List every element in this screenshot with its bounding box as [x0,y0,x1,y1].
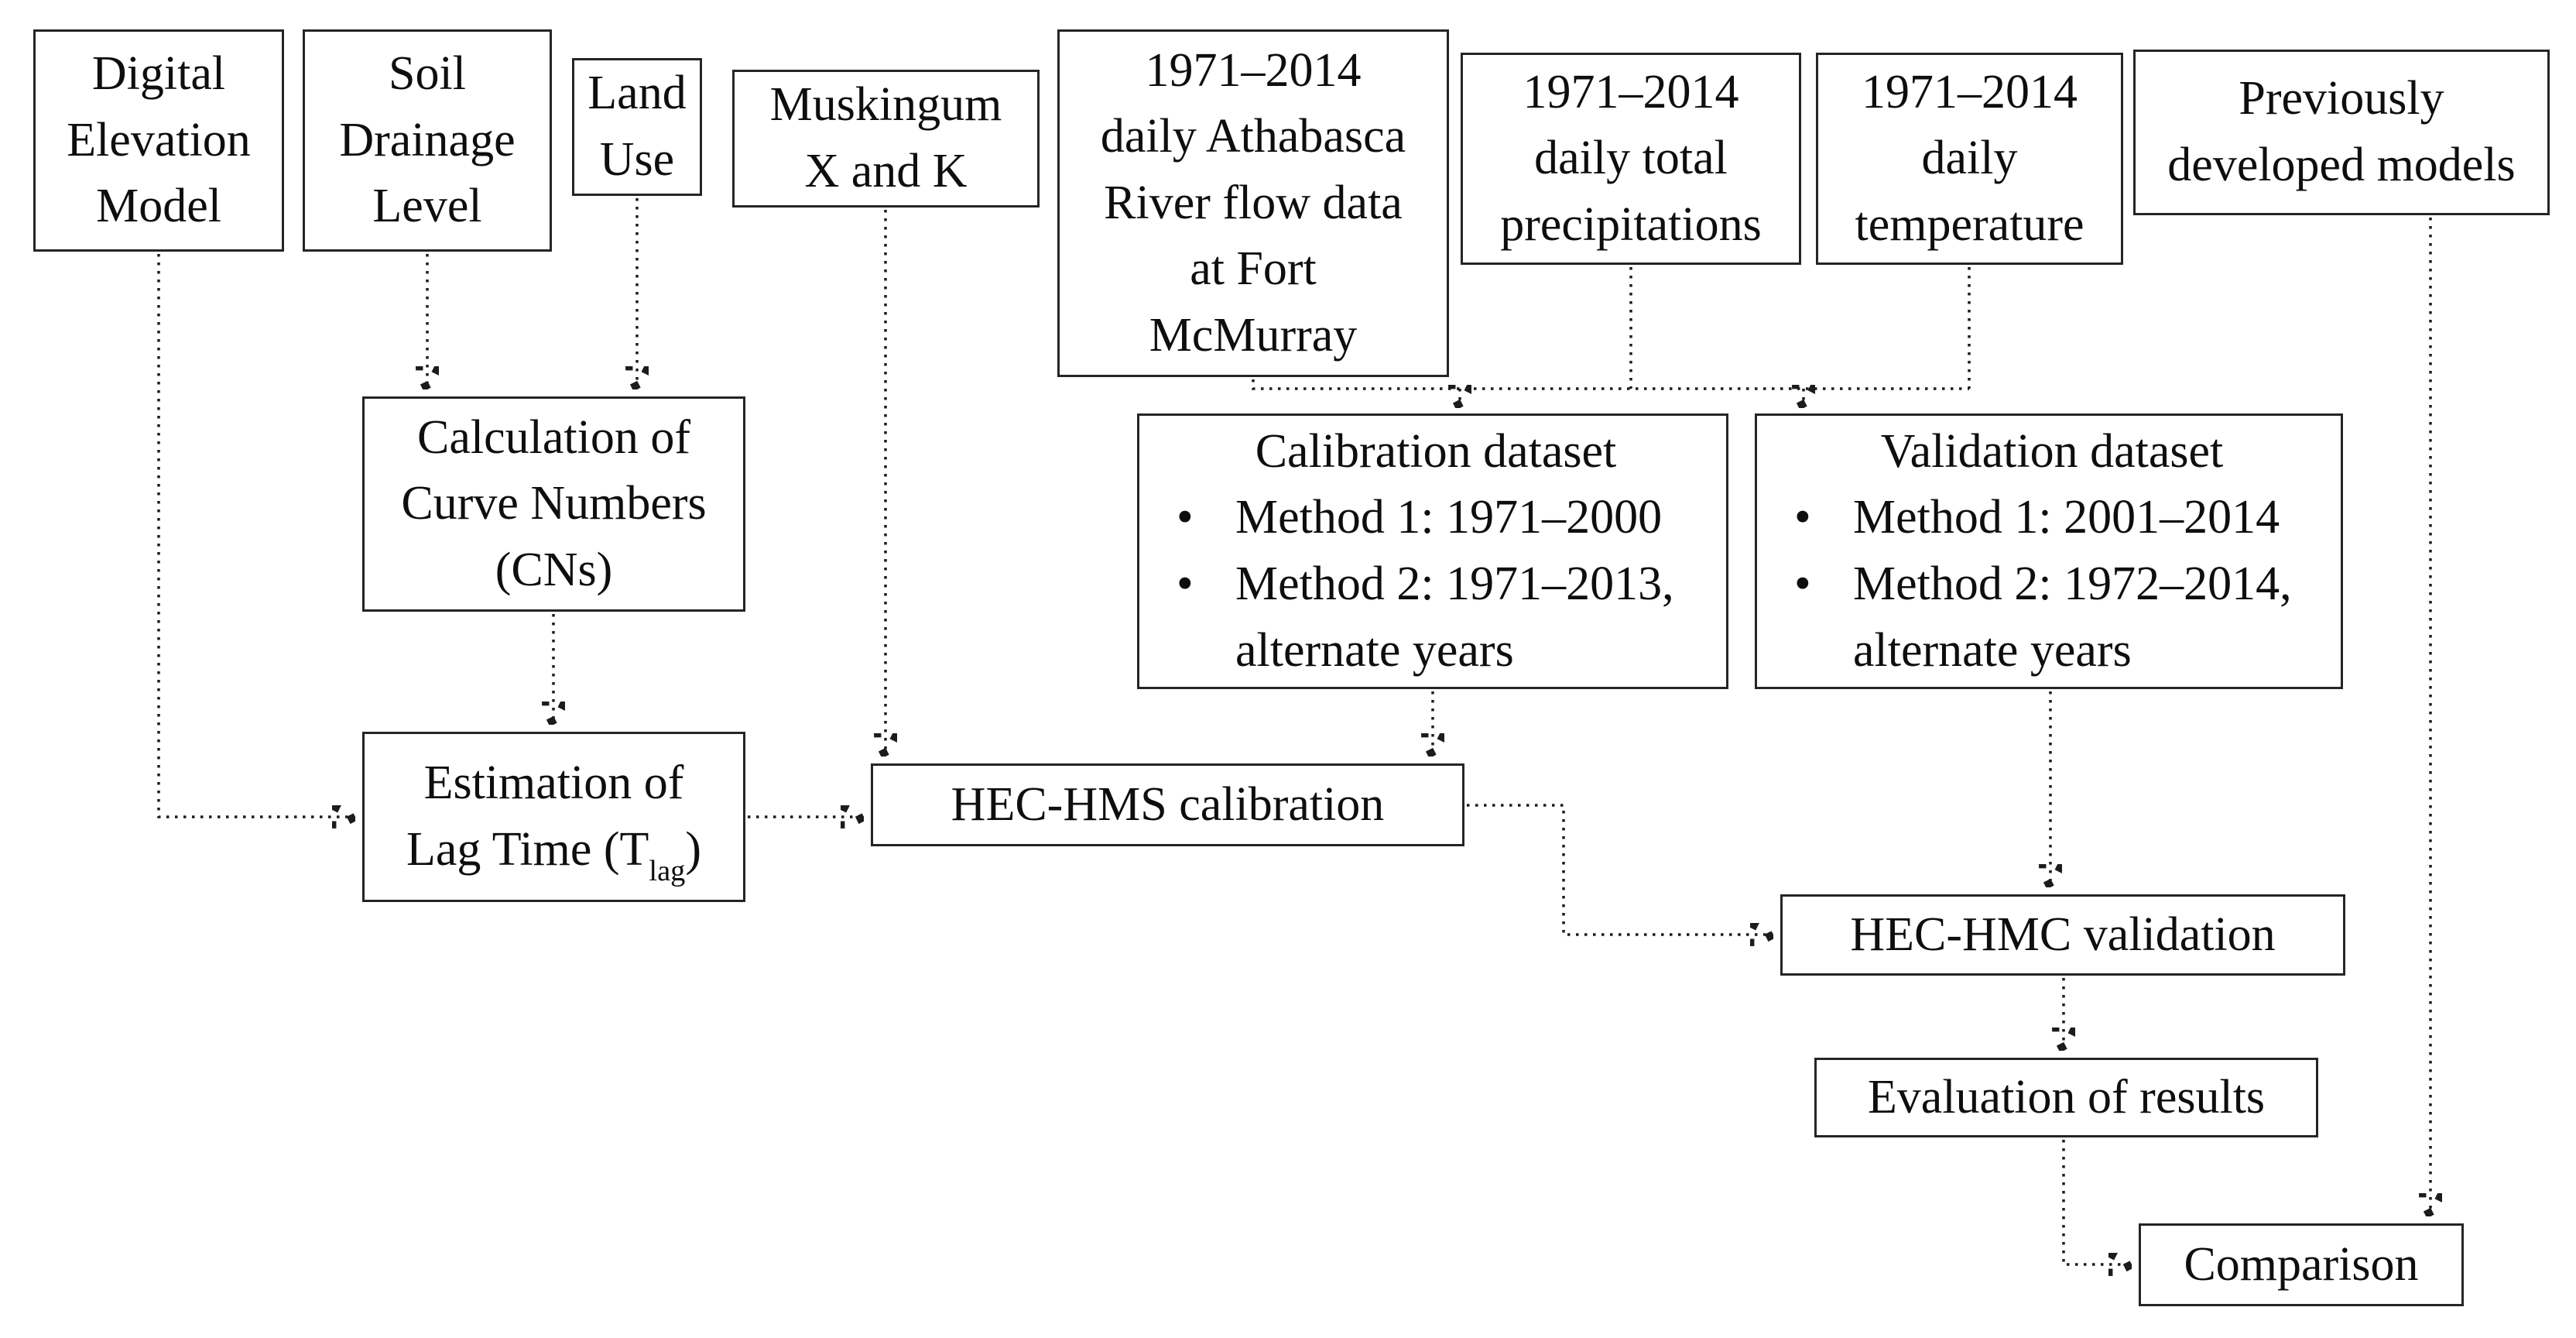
bullet-marker: • [1177,491,1194,544]
node-land-use: Land Use [572,58,702,196]
node-label: Soil Drainage Level [339,47,516,233]
node-label: Muskingum X and K [769,78,1002,197]
node-label: Calculation of Curve Numbers (CNs) [401,410,707,596]
node-hec-hmc-validation: HEC-HMC validation [1780,894,2345,976]
list-item-text: Method 1: 1971–2000 [1235,491,1663,544]
node-label: Evaluation of results [1867,1070,2266,1124]
bullet-marker: • [1794,491,1811,544]
node-river-flow-data: 1971–2014 daily Athabasca River flow dat… [1057,29,1449,377]
list-item: • Method 1: 2001–2014 [1777,485,2327,551]
node-label: Digital Elevation Model [67,47,251,233]
list-item-text: Method 2: 1972–2014, alternate years [1853,558,2292,677]
arrow-dem-to-lag-time [157,254,353,817]
arrow-hec-hms-to-hec-hmc [1467,804,1771,935]
node-label: 1971–2014 daily temperature [1855,65,2084,251]
bullet-marker: • [1794,558,1811,610]
node-validation-dataset: Validation dataset • Method 1: 2001–2014… [1755,413,2343,689]
node-label: Comparison [2184,1237,2419,1291]
node-label: Estimation of Lag Time (Tlag) [406,750,702,886]
list-item: • Method 2: 1972–2014, alternate years [1777,551,2327,684]
node-label: HEC-HMC validation [1850,907,2276,961]
node-label: Previously developed models [2167,72,2516,191]
node-digital-elevation-model: Digital Elevation Model [33,29,284,252]
lag-time-line2: Lag Time (T [406,823,649,876]
list-item-text: Method 1: 2001–2014 [1853,491,2280,544]
node-evaluation-of-results: Evaluation of results [1814,1058,2318,1137]
node-lag-time-estimation: Estimation of Lag Time (Tlag) [362,732,745,902]
node-daily-precipitations: 1971–2014 daily total precipitations [1461,53,1801,265]
dataset-list: • Method 1: 1971–2000 • Method 2: 1971–2… [1160,485,1712,684]
node-curve-numbers: Calculation of Curve Numbers (CNs) [362,396,745,612]
lag-subscript: lag [649,855,686,888]
list-item-text: Method 2: 1971–2013, alternate years [1235,558,1674,677]
node-label: 1971–2014 daily total precipitations [1500,65,1762,251]
lag-time-line1: Estimation of [423,756,684,810]
bullet-marker: • [1177,558,1194,610]
node-comparison: Comparison [2139,1223,2464,1306]
node-label: 1971–2014 daily Athabasca River flow dat… [1100,43,1406,362]
node-soil-drainage-level: Soil Drainage Level [303,29,552,252]
line-flowdata-junction [1252,379,1969,390]
node-daily-temperature: 1971–2014 daily temperature [1816,53,2123,265]
list-item: • Method 1: 1971–2000 [1160,485,1712,551]
lag-time-line2-close: ) [685,823,702,876]
dataset-title: Validation dataset [1880,424,2224,478]
dataset-list: • Method 1: 2001–2014 • Method 2: 1972–2… [1777,485,2327,684]
node-muskingum-x-k: Muskingum X and K [732,70,1040,208]
node-previously-developed-models: Previously developed models [2133,50,2550,215]
list-item: • Method 2: 1971–2013, alternate years [1160,551,1712,684]
dataset-title: Calibration dataset [1255,424,1617,478]
arrow-evaluation-to-comparison [2062,1140,2129,1264]
node-hec-hms-calibration: HEC-HMS calibration [871,763,1464,846]
node-calibration-dataset: Calibration dataset • Method 1: 1971–200… [1137,413,1728,689]
node-label: Land Use [587,67,687,186]
node-label: HEC-HMS calibration [951,777,1385,831]
